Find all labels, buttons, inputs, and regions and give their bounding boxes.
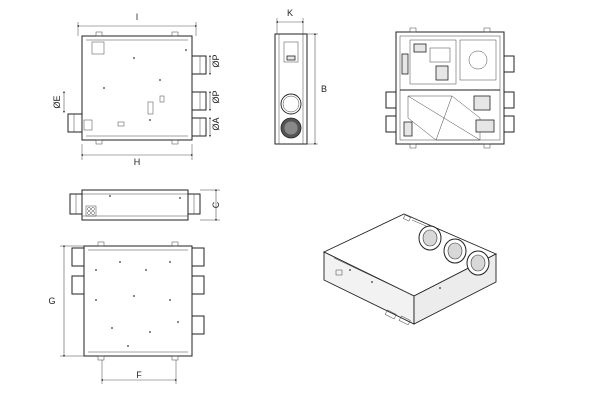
dim-label-a: ØA bbox=[211, 117, 221, 130]
interior-view bbox=[385, 27, 515, 149]
top-view: l ØP ØP ØA bbox=[52, 12, 221, 167]
dim-label-h: H bbox=[134, 157, 141, 167]
isometric-view bbox=[322, 213, 498, 326]
side-view: K B bbox=[274, 8, 327, 146]
dim-label-c: C bbox=[211, 201, 221, 208]
dim-label-g: G bbox=[48, 296, 55, 306]
iso-duct-2 bbox=[443, 238, 467, 264]
iso-duct-3 bbox=[466, 250, 490, 276]
dim-label-f: F bbox=[136, 370, 142, 380]
dim-label-p-lower: ØP bbox=[211, 90, 221, 103]
bottom-view: G F bbox=[48, 241, 205, 384]
dim-label-e: ØE bbox=[52, 95, 62, 108]
dim-label-b: B bbox=[321, 84, 327, 94]
dim-label-k: K bbox=[287, 8, 293, 18]
front-view: C bbox=[69, 188, 221, 222]
iso-duct-1 bbox=[418, 225, 442, 251]
dim-label-l: l bbox=[136, 12, 138, 22]
dim-label-p-upper: ØP bbox=[211, 54, 221, 67]
